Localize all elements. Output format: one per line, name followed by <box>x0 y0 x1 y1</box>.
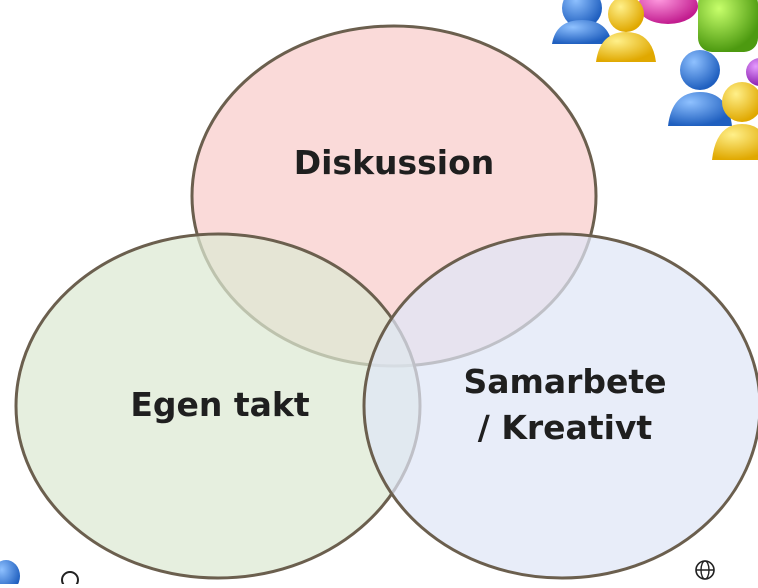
set-label-line: Diskussion <box>294 143 495 182</box>
person-icon-yellow-2 <box>712 82 758 160</box>
set-label-diskussion: Diskussion <box>294 143 495 182</box>
small-circle-mark <box>61 571 79 588</box>
set-label-line: Egen takt <box>130 385 310 424</box>
globe-icon <box>695 560 715 580</box>
person-icon-green <box>698 0 758 52</box>
person-icon-yellow <box>596 0 656 62</box>
set-label-line: / Kreativt <box>478 408 653 447</box>
set-label-egen-takt: Egen takt <box>130 385 310 424</box>
set-circle-samarbete <box>362 232 758 580</box>
person-icon-purple <box>746 58 758 86</box>
person-icon-blue-2 <box>668 50 732 126</box>
set-label-line: Samarbete <box>463 362 666 401</box>
set-label-samarbete: Samarbete / Kreativt <box>463 362 666 447</box>
person-icon-blue-3 <box>0 560 20 588</box>
person-icon-pink <box>638 0 698 24</box>
person-icon-blue <box>552 0 612 44</box>
people-cluster <box>552 0 758 160</box>
